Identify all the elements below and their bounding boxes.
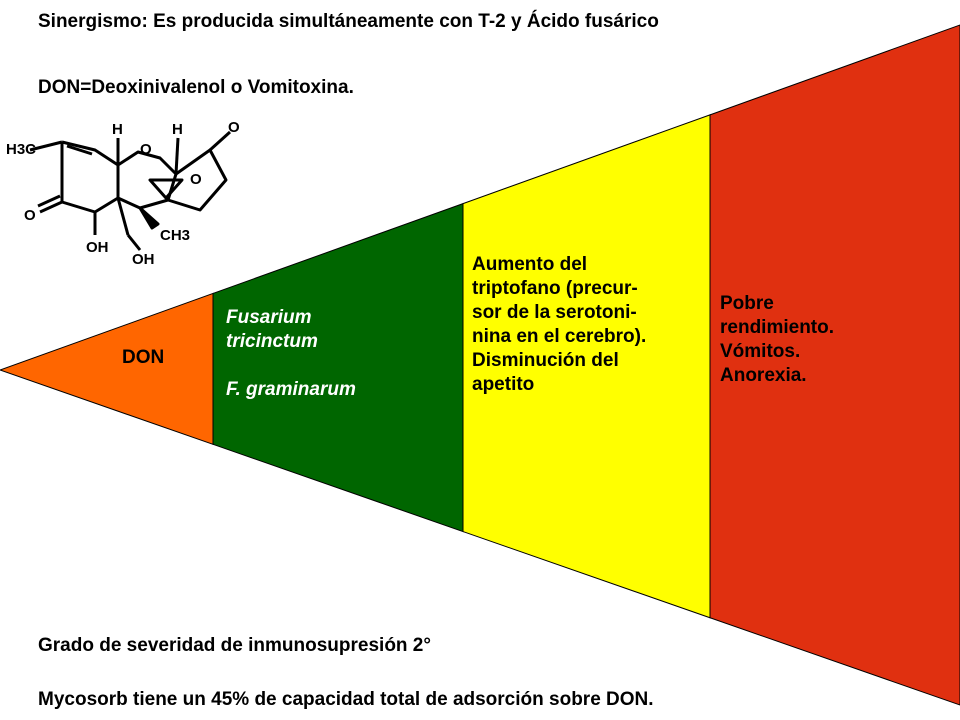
segment-line: Anorexia. <box>720 365 807 386</box>
funnel-segment-don <box>0 292 214 446</box>
severity-grade: Grado de severidad de inmunosupresión 2° <box>38 635 431 656</box>
segment-text-triptofano: Aumento del triptofano (precur-sor de la … <box>472 253 646 397</box>
segment-line: Aumento del <box>472 254 588 275</box>
molecule-label-oh: OH <box>132 251 155 268</box>
segment-text-don: DON <box>122 346 164 370</box>
segment-line: Disminución del <box>472 350 619 371</box>
segment-line: Pobre <box>720 293 774 314</box>
segment-line: F. graminarum <box>226 379 356 400</box>
molecule-label-oh: OH <box>86 239 109 256</box>
segment-line: tricinctum <box>226 331 318 352</box>
segment-line: triptofano (precur- <box>472 278 638 299</box>
segment-line: Vómitos. <box>720 341 801 362</box>
don-definition: DON=Deoxinivalenol o Vomitoxina. <box>38 77 354 98</box>
segment-text-symptoms: Pobre rendimiento. Vómitos. Anorexia. <box>720 292 834 388</box>
molecule-label-oh: OH <box>228 119 240 136</box>
molecule-label-ch3: CH3 <box>160 227 190 244</box>
segment-text-fusarium: Fusarium tricinctum F. graminarum <box>226 306 356 402</box>
funnel-segment-symptoms <box>709 24 960 706</box>
molecule-label-h3c: H3C <box>6 141 36 158</box>
mycosorb-note: Mycosorb tiene un 45% de capacidad total… <box>38 689 654 710</box>
synergy-title: Sinergismo: Es producida simultáneamente… <box>38 11 659 32</box>
segment-line <box>226 354 356 378</box>
segment-line: rendimiento. <box>720 317 835 338</box>
segment-line: sor de la serotoni- <box>472 302 637 323</box>
molecule-label-o: O <box>24 207 36 224</box>
molecule-label-h: H <box>112 121 123 138</box>
segment-line: nina en el cerebro). <box>472 326 647 347</box>
segment-line: Fusarium <box>226 307 312 328</box>
deoxynivalenol-structure: H3C H H OH O O O OH OH CH3 <box>6 119 240 268</box>
segment-line: apetito <box>472 374 535 395</box>
molecule-label-o: O <box>140 141 152 158</box>
molecule-label-o: O <box>190 171 202 188</box>
molecule-label-h: H <box>172 121 183 138</box>
segment-line: DON <box>122 347 165 368</box>
